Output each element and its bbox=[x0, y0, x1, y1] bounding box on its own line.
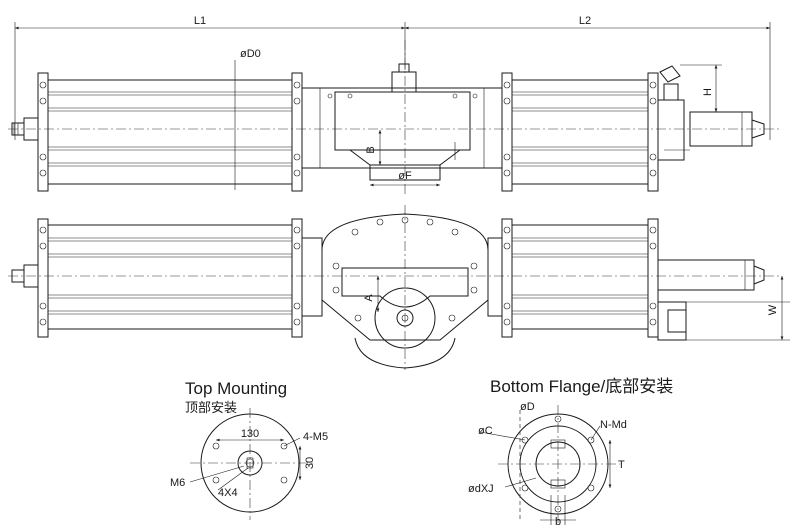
flange-b: b bbox=[555, 516, 561, 528]
dim-h: H bbox=[702, 88, 714, 96]
top-mounting-title-cn: 顶部安装 bbox=[185, 400, 237, 415]
right-cylinder-front bbox=[501, 218, 659, 338]
flange-nmd: N-Md bbox=[600, 419, 627, 431]
top-dim-130: 130 bbox=[241, 428, 259, 440]
dim-b-upper: B bbox=[365, 146, 377, 153]
dim-a: A bbox=[363, 294, 375, 302]
bottom-flange-detail: Bottom Flange/底部安装 øD øC N-Md T ødXJ b bbox=[468, 377, 673, 528]
left-cylinder-front bbox=[11, 218, 303, 338]
top-mounting-detail: Top Mounting 顶部安装 130 30 4-M5 M6 4X4 bbox=[170, 379, 328, 520]
top-mounting-title: Top Mounting bbox=[185, 379, 287, 398]
top-thread: M6 bbox=[170, 477, 185, 489]
dim-w: W bbox=[767, 304, 779, 315]
top-slot: 4X4 bbox=[218, 487, 238, 499]
flange-d: øD bbox=[520, 401, 535, 413]
top-dim-30: 30 bbox=[304, 457, 316, 469]
dim-l1: L1 bbox=[194, 15, 206, 27]
front-view: A bbox=[8, 205, 790, 370]
dim-l2: L2 bbox=[579, 15, 591, 27]
solenoid-assembly-front: W bbox=[657, 259, 790, 341]
solenoid-assembly-top: H bbox=[657, 64, 765, 161]
dim-f: øF bbox=[398, 170, 412, 182]
dim-d0: øD0 bbox=[240, 48, 261, 60]
bottom-flange-title: Bottom Flange/底部安装 bbox=[490, 377, 673, 396]
overall-dimensions: L1 L2 bbox=[14, 15, 771, 140]
flange-t: T bbox=[618, 459, 625, 471]
flange-dxj: ødXJ bbox=[468, 483, 494, 495]
center-body-top: øF B bbox=[301, 40, 503, 195]
top-bolt: 4-M5 bbox=[303, 431, 328, 443]
center-housing-front: A bbox=[301, 213, 503, 369]
right-cylinder-top bbox=[501, 72, 659, 192]
left-cylinder-top bbox=[11, 72, 303, 192]
flange-c: øC bbox=[478, 425, 493, 437]
top-view: øF B øD0 bbox=[8, 40, 780, 195]
